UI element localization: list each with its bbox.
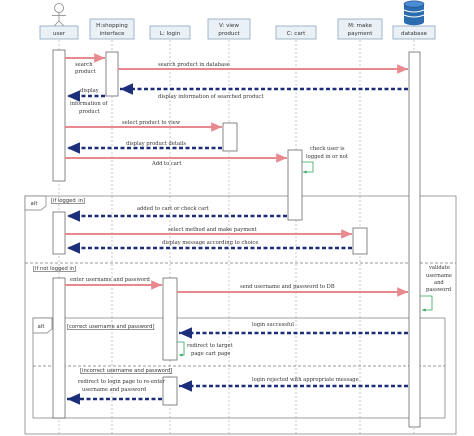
note-text: username xyxy=(426,273,452,279)
message-label: redirect to login page to re-enter xyxy=(78,379,166,385)
activation-pay xyxy=(352,227,368,255)
lifeline-label: H:shopping xyxy=(96,23,128,29)
note-text: display xyxy=(80,88,99,94)
lifeline-headers: user H:shopping interface L: login V: vi… xyxy=(39,0,436,40)
self-message-arrow xyxy=(302,161,314,174)
activations xyxy=(52,49,421,428)
lifeline-label: C: cart xyxy=(287,31,306,37)
lifeline-label: payment xyxy=(348,31,374,37)
fragment-guard: [incorrect username and password] xyxy=(80,368,172,374)
message-label: display product details xyxy=(126,141,186,147)
message-label: login rejected with appropriate message xyxy=(252,377,359,383)
lifeline-header-pay xyxy=(337,18,383,40)
database-icon xyxy=(403,0,425,26)
activation-cart xyxy=(287,149,303,221)
fragment-frame xyxy=(32,317,446,419)
message-label: display information of searched product xyxy=(158,94,264,100)
note-text: product xyxy=(75,69,96,75)
fragment-guard: [correct username and password] xyxy=(67,324,154,330)
fragment-operator: alt xyxy=(31,201,38,207)
message-label: select product to view xyxy=(122,120,181,126)
lifeline-header-user xyxy=(39,25,79,40)
note-text: information of xyxy=(70,101,109,107)
lifeline-label: user xyxy=(53,31,66,37)
message-label: added to cart or check cart xyxy=(137,206,210,212)
self-message-arrow xyxy=(177,341,185,357)
fragment-guard: [if logged_in] xyxy=(51,198,85,204)
activation-user xyxy=(52,277,66,419)
activation-db xyxy=(408,51,421,428)
fragment-frame xyxy=(24,195,457,435)
note-text: password xyxy=(426,287,452,293)
message-label: login successful xyxy=(252,322,294,328)
note-text: validate xyxy=(428,265,450,271)
message-label: display message according to choice xyxy=(162,240,258,246)
activation-view xyxy=(222,122,238,152)
activation-login xyxy=(162,376,178,406)
message-label: search product in database xyxy=(158,62,230,68)
note-text: page cart page xyxy=(191,351,230,357)
lifeline-header-login xyxy=(149,25,191,40)
fragment-alt-inner: alt [correct username and password] [inc… xyxy=(32,317,446,419)
fragment-tab xyxy=(32,317,53,334)
lifeline-header-cart xyxy=(275,25,317,40)
note-text: check user is xyxy=(310,146,345,152)
note-text: logged in or not xyxy=(306,154,349,160)
lifeline-label: M: make xyxy=(348,23,372,29)
lifeline-header-view xyxy=(207,18,251,40)
lifeline-label: L: login xyxy=(160,31,181,37)
actor-figure-icon xyxy=(52,3,66,28)
message-label: select method and make payment xyxy=(168,227,258,233)
activation-user xyxy=(52,211,66,255)
lifeline-label: interface xyxy=(100,31,126,37)
message-label: username and password xyxy=(82,387,147,393)
activation-user xyxy=(52,49,66,182)
lifeline-header-db xyxy=(392,25,436,40)
fragment-operator: alt xyxy=(38,324,45,330)
messages: search product search product in databas… xyxy=(65,53,452,405)
message-label: send username and password to DB xyxy=(240,284,335,290)
lifeline-label: database xyxy=(401,31,427,37)
fragment-tab xyxy=(24,195,47,211)
lifeline-label: V: view xyxy=(219,23,239,29)
message-label: enter username and password xyxy=(70,277,151,283)
activation-login xyxy=(162,277,178,361)
message-label: Add to cart xyxy=(151,161,182,167)
lifeline-label: product xyxy=(218,31,240,37)
note-text: and xyxy=(434,280,444,286)
lifeline-header-shop xyxy=(89,18,135,40)
activation-shop xyxy=(105,51,119,97)
self-message-arrow xyxy=(420,295,433,312)
note-text: search xyxy=(75,62,93,68)
fragment-alt-outer: alt [if logged_in] [if not logged in] xyxy=(24,195,457,435)
note-text: redirect to target xyxy=(187,343,234,349)
fragment-guard: [if not logged in] xyxy=(33,266,76,272)
note-text: product xyxy=(79,109,100,115)
